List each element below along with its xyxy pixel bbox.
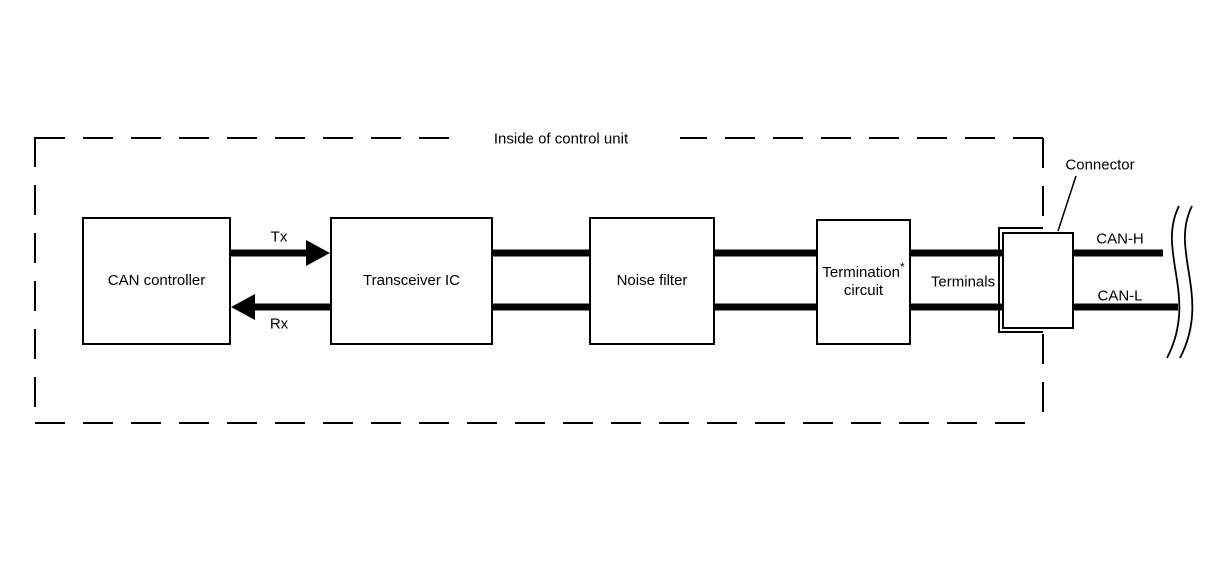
connector-leader-line	[1057, 175, 1077, 232]
transceiver-ic-label: Transceiver IC	[363, 272, 460, 289]
terminals-label: Terminals	[930, 273, 996, 291]
diagram-title: Inside of control unit	[493, 130, 629, 148]
tx-arrowhead-icon	[306, 240, 330, 266]
noise-filter-box: Noise filter	[589, 217, 715, 345]
can-l-label: CAN-L	[1097, 287, 1143, 305]
can-controller-box: CAN controller	[82, 217, 231, 345]
rx-arrowhead-icon	[231, 294, 255, 320]
termination-circuit-label: Termination* circuit	[822, 261, 904, 300]
connector-flange	[998, 227, 1043, 333]
termination-circuit-box: Termination* circuit	[816, 219, 911, 345]
transceiver-ic-box: Transceiver IC	[330, 217, 493, 345]
can-controller-label: CAN controller	[107, 272, 206, 289]
termination-footnote-asterisk: *	[899, 260, 905, 274]
rx-label: Rx	[269, 315, 289, 333]
connector-body	[1002, 232, 1074, 329]
wire-break-curve-right	[1179, 205, 1194, 359]
connector-label: Connector	[1065, 156, 1135, 174]
termination-word: Termination	[822, 264, 900, 281]
circuit-word: circuit	[843, 282, 884, 299]
tx-label: Tx	[270, 228, 288, 246]
wire-break-curve-left	[1166, 205, 1181, 359]
noise-filter-label: Noise filter	[616, 272, 688, 289]
can-h-label: CAN-H	[1096, 230, 1144, 248]
